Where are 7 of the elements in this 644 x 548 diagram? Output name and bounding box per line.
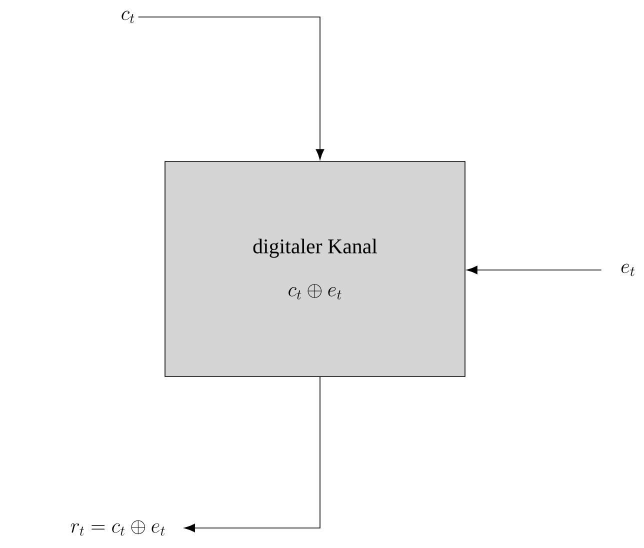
signal-label: $r_t = c_t \oplus e_t$ bbox=[70, 520, 165, 536]
channel-box: digitaler Kanal $c_t \oplus e_t$ bbox=[164, 161, 466, 377]
signal-label: $e_t$ bbox=[621, 264, 635, 276]
arrow bbox=[466, 266, 602, 274]
arrow bbox=[184, 376, 320, 532]
signal-label: $c_t$ bbox=[122, 10, 134, 24]
arrow bbox=[138, 16, 324, 160]
